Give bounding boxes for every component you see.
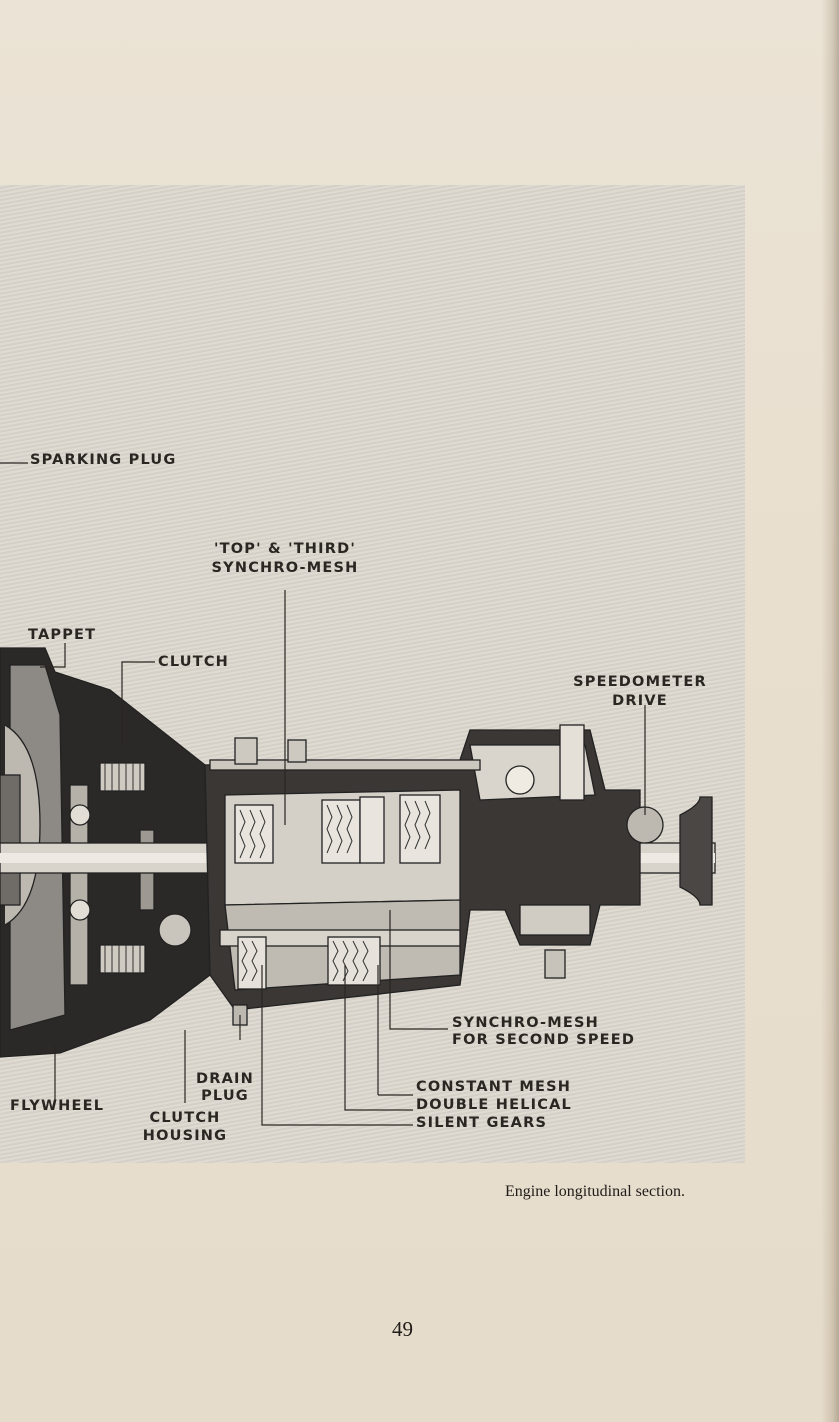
label-tappet: TAPPET bbox=[28, 627, 97, 643]
page-number: 49 bbox=[392, 1317, 413, 1341]
figure-caption: Engine longitudinal section. bbox=[505, 1183, 685, 1200]
page-edge-shadow bbox=[821, 0, 839, 1422]
label-speedometer-line2: DRIVE bbox=[612, 693, 668, 709]
label-constant-mesh-line2: DOUBLE HELICAL bbox=[416, 1097, 572, 1113]
label-constant-mesh-line1: CONSTANT MESH bbox=[416, 1079, 572, 1095]
label-drain-line1: DRAIN bbox=[196, 1071, 254, 1087]
label-flywheel: FLYWHEEL bbox=[10, 1098, 105, 1114]
label-clutch: CLUTCH bbox=[158, 654, 230, 670]
label-top-third-line2: SYNCHRO-MESH bbox=[211, 560, 359, 576]
label-clutch-housing-line2: HOUSING bbox=[142, 1128, 228, 1144]
label-synchro-second-line2: FOR SECOND SPEED bbox=[452, 1032, 636, 1048]
label-sparking-plug: SPARKING PLUG bbox=[30, 452, 177, 468]
label-speedometer-line1: SPEEDOMETER bbox=[573, 674, 707, 690]
label-synchro-second-line1: SYNCHRO-MESH bbox=[452, 1015, 599, 1031]
label-clutch-housing-line1: CLUTCH bbox=[149, 1110, 221, 1126]
label-drain-line2: PLUG bbox=[201, 1088, 249, 1104]
engine-section-illustration: SPARKING PLUG 'TOP' & 'THIRD' SYNCHRO-ME… bbox=[0, 185, 745, 1163]
engine-cutaway-drawing bbox=[0, 462, 716, 1126]
label-constant-mesh-line3: SILENT GEARS bbox=[416, 1115, 548, 1131]
label-top-third-line1: 'TOP' & 'THIRD' bbox=[214, 541, 356, 557]
